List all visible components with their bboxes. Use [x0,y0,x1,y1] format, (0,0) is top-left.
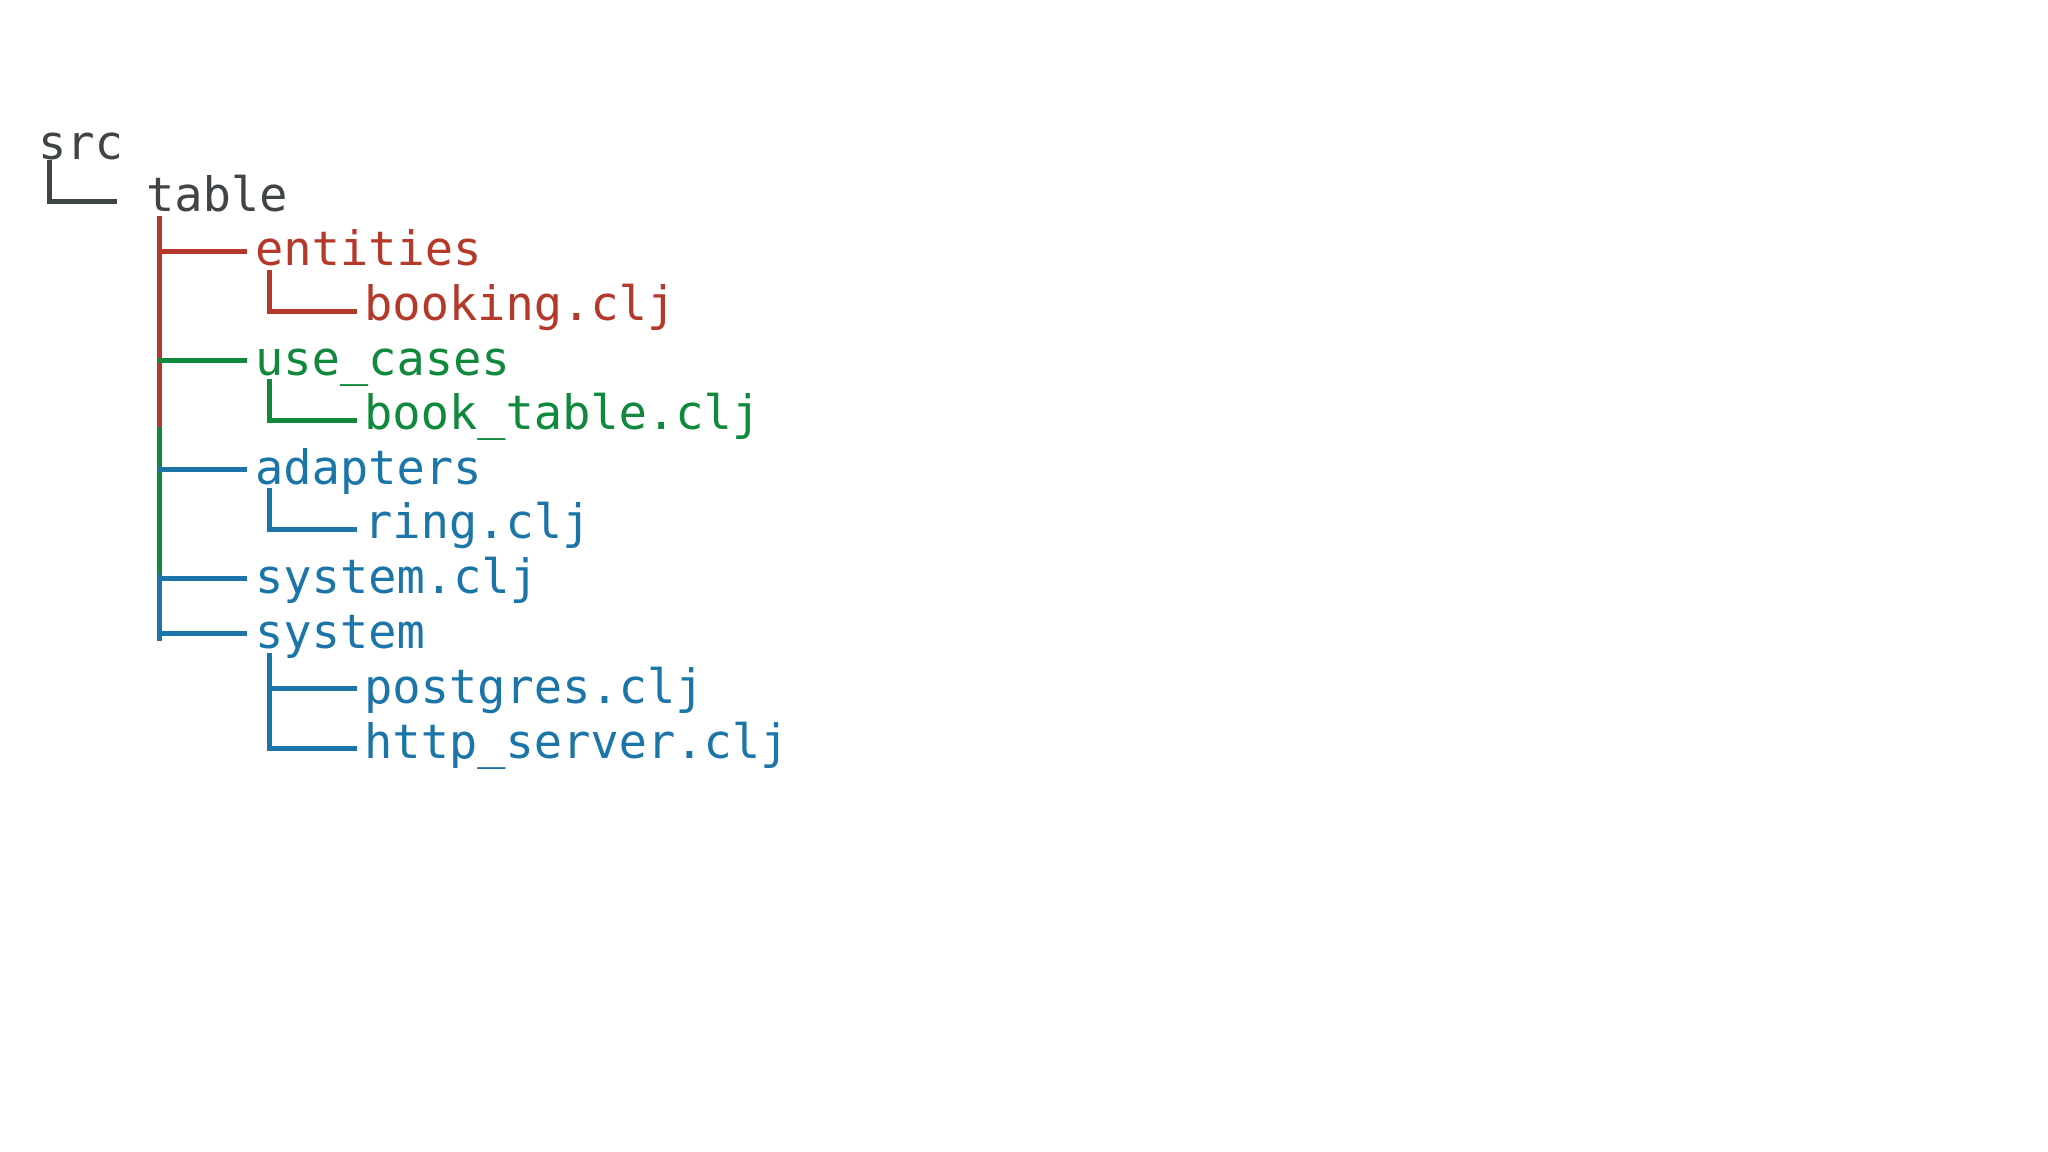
tree-node-book-table-clj[interactable]: book_table.clj [364,386,761,441]
tree-node-adapters[interactable]: adapters [255,441,482,496]
tree-node-table[interactable]: table [146,168,288,223]
connector-vertical-book-table [267,379,272,423]
connector-horizontal-ring [267,527,357,532]
connector-horizontal-postgres [267,686,357,691]
connector-horizontal-system-clj [157,576,247,581]
trunk-segment-adapters [157,573,162,641]
connector-horizontal-use-cases [157,358,247,363]
trunk-segment-use-cases [157,427,162,573]
subtrunk-segment-system [267,653,272,751]
connector-horizontal-entities [157,249,247,254]
connector-vertical-booking [267,270,272,314]
connector-horizontal-booking [267,309,357,314]
connector-vertical-src [47,160,52,204]
tree-node-entities[interactable]: entities [255,222,482,277]
tree-node-postgres-clj[interactable]: postgres.clj [364,660,704,715]
tree-node-ring-clj[interactable]: ring.clj [364,495,591,550]
connector-horizontal-book-table [267,418,357,423]
tree-node-http-server-clj[interactable]: http_server.clj [364,715,789,770]
tree-node-booking-clj[interactable]: booking.clj [364,277,676,332]
trunk-segment-entities [157,216,162,427]
tree-node-src[interactable]: src [38,116,123,171]
connector-horizontal-src [47,199,117,204]
tree-node-system-clj[interactable]: system.clj [255,550,538,605]
connector-vertical-ring [267,488,272,532]
tree-node-use-cases[interactable]: use_cases [255,332,510,387]
tree-node-system[interactable]: system [255,605,425,660]
connector-horizontal-system [157,631,247,636]
connector-horizontal-http-server [267,746,357,751]
connector-horizontal-adapters [157,467,247,472]
